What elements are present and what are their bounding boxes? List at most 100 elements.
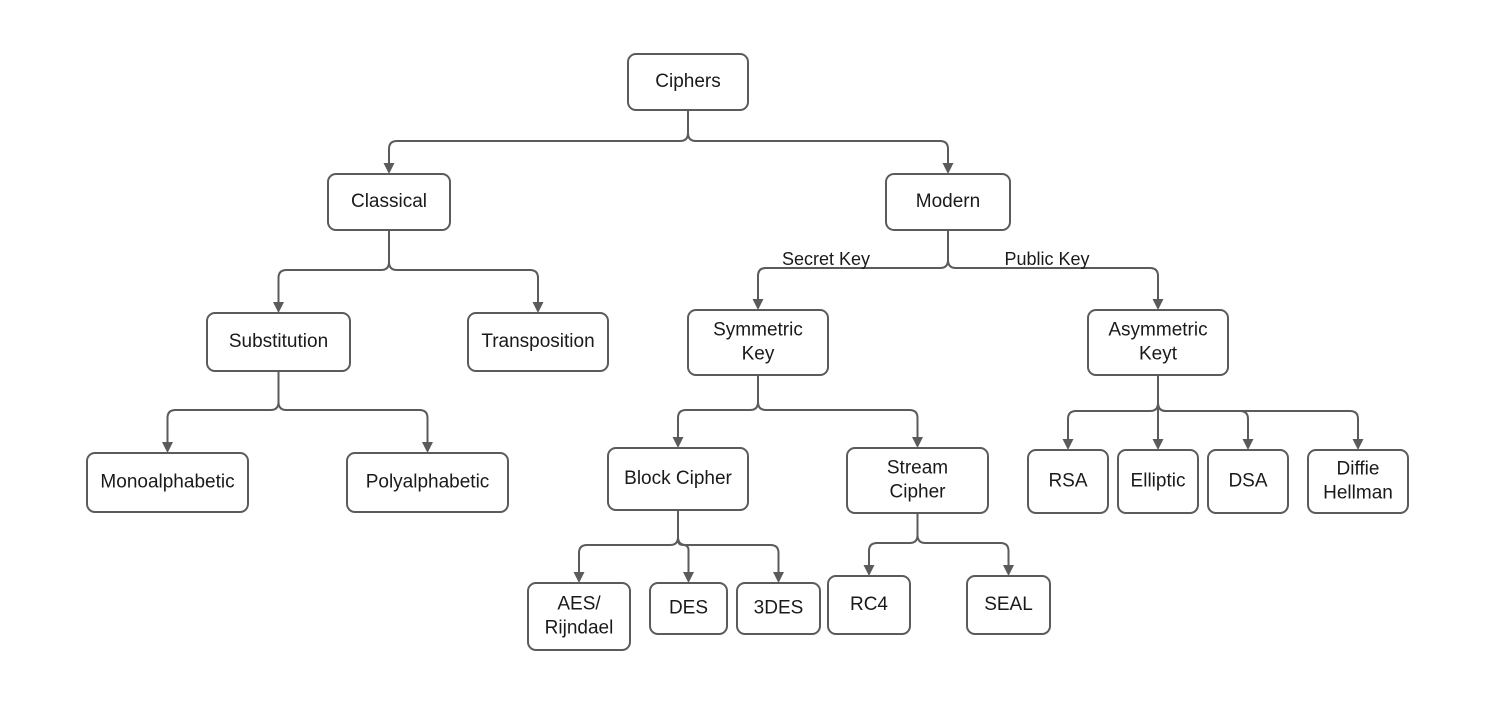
node-label: Modern	[916, 191, 980, 212]
node-ciphers[interactable]: Ciphers	[627, 53, 749, 111]
arrowhead-icon	[1242, 439, 1254, 450]
node-3des[interactable]: 3DES	[736, 582, 821, 635]
node-box[interactable]	[206, 312, 351, 372]
arrowhead-icon	[672, 437, 684, 448]
arrowhead-icon	[863, 565, 875, 576]
node-transposition[interactable]: Transposition	[467, 312, 609, 372]
node-classical[interactable]: Classical	[327, 173, 451, 231]
arrowhead-icon	[273, 302, 284, 313]
node-box[interactable]	[627, 53, 749, 111]
node-monoalphabetic[interactable]: Monoalphabetic	[86, 452, 249, 513]
node-box[interactable]	[687, 309, 829, 376]
node-aes-rijndael[interactable]: AES/Rijndael	[527, 582, 631, 651]
node-box[interactable]	[736, 582, 821, 635]
node-box[interactable]	[327, 173, 451, 231]
edge-symmetric-to-stream-cipher	[757, 375, 923, 448]
edges-layer	[162, 110, 1364, 583]
node-box[interactable]	[885, 173, 1011, 231]
edge-line	[1157, 375, 1359, 439]
node-box[interactable]	[86, 452, 249, 513]
arrowhead-icon	[422, 442, 433, 453]
node-box[interactable]	[1027, 449, 1109, 514]
node-box[interactable]	[649, 582, 728, 635]
node-box[interactable]	[1307, 449, 1409, 514]
arrowhead-icon	[532, 302, 544, 313]
node-label: AES/Rijndael	[545, 594, 614, 639]
node-label: Classical	[351, 191, 427, 212]
arrowhead-icon	[1003, 565, 1014, 576]
node-des[interactable]: DES	[649, 582, 728, 635]
edge-ciphers-to-classical	[383, 110, 689, 174]
arrowhead-icon	[1352, 439, 1364, 450]
edge-classical-to-substitution	[273, 230, 390, 313]
edge-line	[1067, 375, 1159, 439]
node-block-cipher[interactable]: Block Cipher	[607, 447, 749, 511]
edge-line	[947, 230, 1159, 299]
edge-line	[388, 110, 689, 163]
edge-stream-cipher-to-rc4	[863, 513, 919, 576]
node-box[interactable]	[607, 447, 749, 511]
node-substitution[interactable]: Substitution	[206, 312, 351, 372]
edge-substitution-to-polyalphabetic	[277, 371, 433, 453]
node-label: RC4	[850, 594, 888, 615]
node-box[interactable]	[527, 582, 631, 651]
node-dsa[interactable]: DSA	[1207, 449, 1289, 514]
node-modern[interactable]: Modern	[885, 173, 1011, 231]
edge-substitution-to-monoalphabetic	[162, 371, 280, 453]
edge-line	[166, 371, 280, 442]
arrowhead-icon	[942, 163, 954, 174]
arrowhead-icon	[1062, 439, 1074, 450]
node-box[interactable]	[467, 312, 609, 372]
edge-asymmetric-to-diffie-hellman	[1157, 375, 1364, 450]
edge-modern-to-symmetric	[752, 230, 949, 310]
node-polyalphabetic[interactable]: Polyalphabetic	[346, 452, 509, 513]
arrowhead-icon	[573, 572, 585, 583]
edge-line	[677, 510, 780, 572]
node-box[interactable]	[846, 447, 989, 514]
edge-symmetric-to-block-cipher	[672, 375, 759, 448]
node-rc4[interactable]: RC4	[827, 575, 911, 635]
edge-stream-cipher-to-seal	[916, 513, 1014, 576]
node-label: Block Cipher	[624, 468, 732, 489]
arrowhead-icon	[683, 572, 694, 583]
edge-label-lbl-public-key: Public Key	[1004, 249, 1089, 269]
node-box[interactable]	[827, 575, 911, 635]
arrowhead-icon	[383, 163, 395, 174]
node-rsa[interactable]: RSA	[1027, 449, 1109, 514]
node-box[interactable]	[1207, 449, 1289, 514]
arrowhead-icon	[1152, 299, 1164, 310]
node-label: SEAL	[984, 594, 1033, 615]
node-label: Polyalphabetic	[366, 472, 490, 493]
arrowhead-icon	[752, 299, 764, 310]
edge-asymmetric-to-dsa	[1157, 375, 1254, 450]
node-seal[interactable]: SEAL	[966, 575, 1051, 635]
arrowhead-icon	[1152, 439, 1164, 450]
node-box[interactable]	[346, 452, 509, 513]
node-label: DSA	[1228, 471, 1267, 492]
node-box[interactable]	[1087, 309, 1229, 376]
edge-modern-to-asymmetric	[947, 230, 1164, 310]
edge-block-cipher-to-3des	[677, 510, 784, 583]
edge-line	[277, 230, 390, 302]
edge-block-cipher-to-des	[677, 510, 694, 583]
node-elliptic[interactable]: Elliptic	[1117, 449, 1199, 514]
node-label: Substitution	[229, 331, 328, 352]
node-label: Ciphers	[655, 71, 720, 92]
edge-ciphers-to-modern	[687, 110, 954, 174]
edge-line	[277, 371, 429, 442]
node-label: RSA	[1048, 471, 1087, 492]
node-box[interactable]	[1117, 449, 1199, 514]
edge-line	[1157, 375, 1249, 439]
edge-line	[868, 513, 919, 565]
node-label: DES	[669, 598, 708, 619]
node-box[interactable]	[966, 575, 1051, 635]
